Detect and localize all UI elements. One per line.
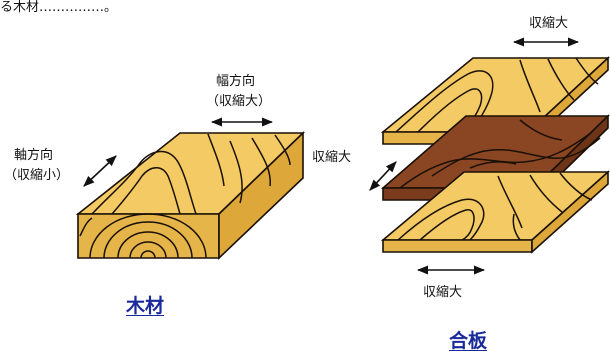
plywood-side-arrow — [369, 161, 397, 191]
wood-axial-direction-label: 軸方向 — [14, 148, 54, 163]
plywood-top-shrink-label: 収縮大 — [529, 16, 569, 31]
header-text-fragment: る木材……………。 — [0, 0, 118, 15]
wood-top-grain — [91, 133, 291, 215]
wood-axial-shrink-label: （収縮小） — [4, 168, 70, 183]
plywood-caption: 合板 — [449, 330, 488, 352]
wood-front-rings — [79, 213, 207, 259]
plywood-bottom-veneer — [380, 170, 610, 254]
wood-block — [75, 117, 305, 260]
wood-axial-arrow — [83, 155, 117, 187]
wood-caption: 木材 — [126, 295, 165, 317]
plywood-side-shrink-label: 収縮大 — [312, 150, 352, 165]
wood-width-direction-label: 幅方向 — [216, 74, 256, 89]
wood-width-shrink-label: （収縮大） — [206, 94, 272, 109]
plywood-bottom-shrink-label: 収縮大 — [423, 285, 463, 300]
wood-block-side-face — [218, 131, 304, 260]
